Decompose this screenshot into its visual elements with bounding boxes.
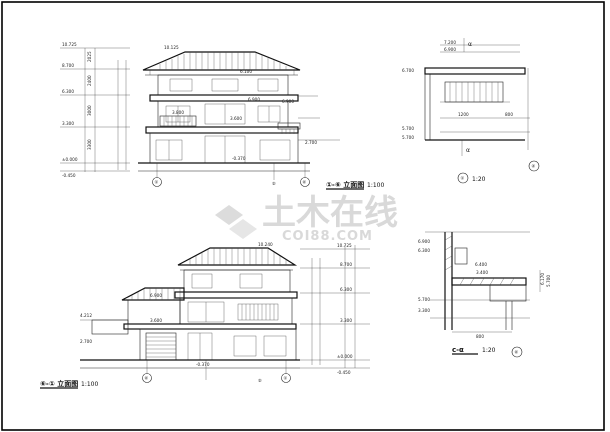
level-label: 5.700 xyxy=(418,297,430,302)
side-elevation-title: ⑥-① 立面图 xyxy=(40,379,78,388)
level-label: 2.700 xyxy=(80,339,92,344)
level-label: 6.700 xyxy=(402,68,414,73)
level-label: 6.170 xyxy=(540,273,545,285)
detail-1: 7.200 6.900 α 6.700 5.700 5.700 1200 800… xyxy=(402,38,540,184)
level-label: 7.200 xyxy=(444,40,456,45)
front-elevation-scale: 1:100 xyxy=(367,182,384,189)
level-mark: 3.600 xyxy=(230,116,242,121)
dim-label: 2400 xyxy=(87,75,92,86)
section-mark: α xyxy=(468,41,472,48)
level-label: 8.700 xyxy=(340,262,352,267)
level-label: -0.450 xyxy=(62,173,76,178)
dim-label: 2025 xyxy=(87,51,92,62)
level-label: 10.725 xyxy=(62,42,77,47)
level-label: 6.300 xyxy=(62,89,74,94)
dim-label: 800 xyxy=(476,334,484,339)
level-mark: -0.370 xyxy=(196,362,210,367)
section-detail-scale: 1:20 xyxy=(482,347,496,354)
axis-marker: ① xyxy=(284,376,288,381)
level-label: 10.725 xyxy=(337,243,352,248)
watermark-name: 土木在线 xyxy=(262,193,398,233)
roof-level: 10.125 xyxy=(164,45,179,50)
level-label: 6.900 xyxy=(418,239,430,244)
level-label: 8.700 xyxy=(62,63,74,68)
level-label: 5.700 xyxy=(402,135,414,140)
level-mark: -0.370 xyxy=(232,156,246,161)
watermark: 土木在线 COI88.COM xyxy=(215,193,398,244)
level-label: ±0.000 xyxy=(337,354,353,359)
axis-marker: ① xyxy=(155,180,159,185)
dim-label: 1200 xyxy=(458,112,469,117)
level-mark: 6.900 xyxy=(282,99,294,104)
section-detail-title: c-α xyxy=(452,346,464,354)
axis-marker: ⑥ xyxy=(303,180,307,185)
level-label: 5.700 xyxy=(402,126,414,131)
front-elevation: 10.725 8.700 6.300 3.300 ±0.000 -0.450 2… xyxy=(60,42,384,190)
roof-level: 10.240 xyxy=(258,242,273,247)
axis-marker: ④ xyxy=(532,164,536,169)
side-elevation: 10.725 8.700 6.300 3.300 ±0.000 -0.450 1… xyxy=(40,242,370,389)
section-detail: 6.900 6.300 6.400 5.700 3.300 3.400 800 … xyxy=(418,231,551,358)
level-label: 3.300 xyxy=(62,121,74,126)
level-mark: 6.900 xyxy=(248,97,260,102)
level-label: 3.300 xyxy=(418,308,430,313)
section-mark: α xyxy=(466,147,470,154)
detail-scale: 1:20 xyxy=(472,176,486,183)
dim-label: 3.400 xyxy=(476,270,488,275)
level-label: 3.300 xyxy=(340,318,352,323)
level-mark: 6.900 xyxy=(150,293,162,298)
level-mark: 3.600 xyxy=(150,318,162,323)
level-label: -0.450 xyxy=(337,370,351,375)
level-label: ±0.000 xyxy=(62,157,78,162)
level-label: 6.400 xyxy=(475,262,487,267)
dim-label: 800 xyxy=(505,112,513,117)
side-elevation-scale: 1:100 xyxy=(81,381,98,388)
detail-title: ① xyxy=(461,176,465,181)
level-label: 4.212 xyxy=(80,313,92,318)
axis-marker: ⑤ xyxy=(258,378,262,383)
level-mark: 3.800 xyxy=(172,110,184,115)
level-label: 5.700 xyxy=(546,275,551,287)
axis-marker: ⑥ xyxy=(515,350,519,355)
level-label: 6.300 xyxy=(418,248,430,253)
axis-marker: ⑥ xyxy=(145,376,149,381)
front-elevation-title: ①-⑥ 立面图 xyxy=(326,180,364,189)
dim-label: 3300 xyxy=(87,139,92,150)
level-mark: 2.700 xyxy=(305,140,317,145)
dim-label: 3000 xyxy=(87,105,92,116)
level-label: 6.900 xyxy=(444,47,456,52)
watermark-domain: COI88.COM xyxy=(282,229,373,244)
axis-marker: ⑤ xyxy=(272,181,276,186)
level-mark: 6.100 xyxy=(240,69,252,74)
level-label: 6.300 xyxy=(340,287,352,292)
